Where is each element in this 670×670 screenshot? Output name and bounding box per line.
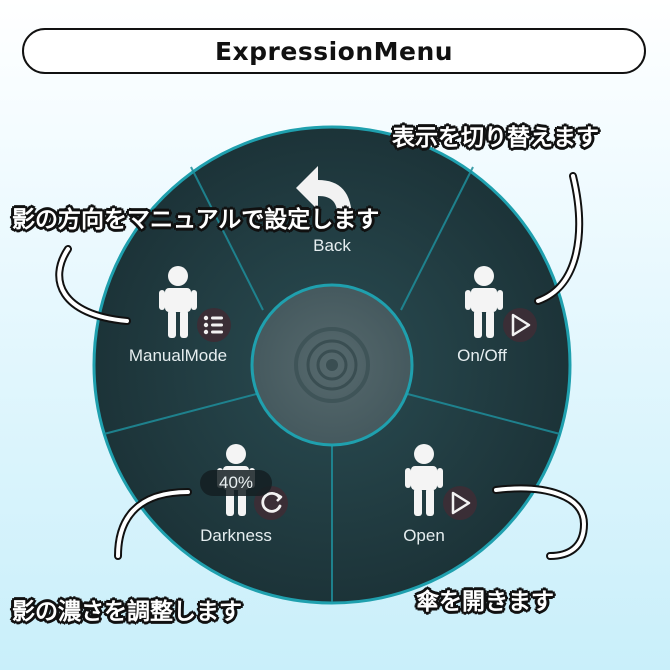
avatar-figure-icon — [159, 266, 197, 338]
sub-menu-icon — [197, 308, 231, 342]
annotation-arrows-inner — [57, 174, 587, 558]
menu-item-back-label: Back — [313, 236, 351, 255]
menu-item-open[interactable] — [350, 430, 500, 570]
darkness-value: 40% — [218, 473, 254, 492]
avatar-figure-icon — [405, 444, 443, 516]
menu-item-onoff-label: On/Off — [457, 346, 507, 365]
toggle-icon — [443, 486, 477, 520]
menu-item-manualmode-label: ManualMode — [128, 346, 228, 365]
avatar-figure-icon — [465, 266, 503, 338]
toggle-icon — [503, 308, 537, 342]
wedge-dividers — [103, 166, 561, 602]
menu-item-darkness[interactable] — [170, 430, 320, 570]
annotation-manual: 影の方向をマニュアルで設定します — [12, 207, 380, 233]
annotation-onoff: 表示を切り替えます — [392, 125, 599, 151]
back-arrow-icon — [296, 166, 352, 220]
center-joystick-icon — [294, 327, 370, 403]
darkness-value-badge: 40% — [200, 470, 272, 496]
window-title: ExpressionMenu — [214, 36, 454, 66]
menu-item-darkness-label: Darkness — [200, 526, 272, 545]
annotation-open: 傘を開きます — [416, 589, 554, 615]
menu-item-open-label: Open — [403, 526, 445, 545]
annotation-darkness: 影の濃さを調整します — [12, 599, 242, 625]
title-bar: ExpressionMenu — [22, 28, 646, 74]
